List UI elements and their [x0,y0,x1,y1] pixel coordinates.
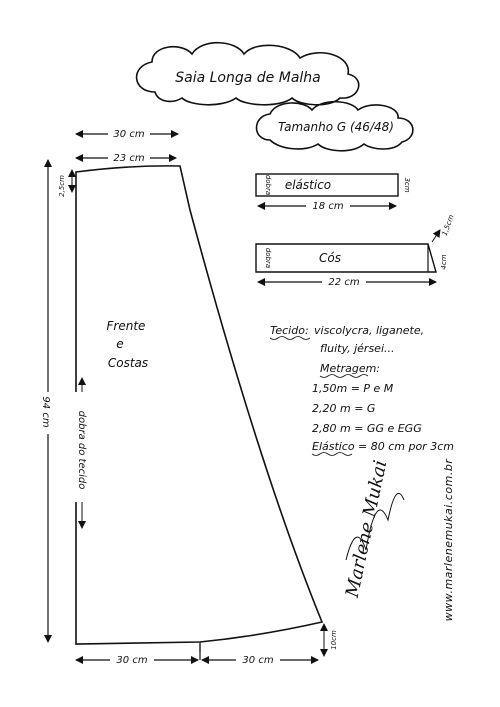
piece-name-line1: Frente [107,319,146,333]
fabric-line1: viscolycra, liganete, [314,324,424,337]
piece-name-line3: Costas [108,356,148,370]
top-inner-label: 23 cm [113,153,144,164]
size-cloud: Tamanho G (46/48) [255,100,414,152]
pattern-title: Saia Longa de Malha [175,70,321,86]
elastic-label: elástico [285,178,331,192]
skirt-pattern: 30 cm 23 cm 2,5cm 94 cm Frente e Costas … [34,127,338,666]
elastic-note-value: = 80 cm por 3cm [358,440,454,453]
top-total-label: 30 cm [113,129,144,140]
hip-drop-label: 2,5cm [58,175,66,197]
fabric-line2: fluity, jérsei... [320,342,395,355]
waistband-pattern: Cós dobra 1,5cm 4cm 22 cm [255,214,456,288]
notes-block: Tecido: viscolycra, liganete, fluity, jé… [269,324,454,456]
size-label: Tamanho G (46/48) [278,120,394,134]
yardage-item: 2,80 m = GG e EGG [312,422,422,435]
skirt-outline [75,165,324,645]
waistband-label: Cós [319,251,341,265]
bottom-left-label: 30 cm [116,655,147,666]
waistband-fold-label: dobra [264,248,272,268]
length-label: 94 cm [40,396,51,427]
elastic-pattern: elástico dobra 3cm 18 cm [255,173,411,212]
elastic-width-label: 3cm [403,177,411,192]
waistband-height-label: 4cm [440,254,448,269]
title-cloud: Saia Longa de Malha [135,42,360,106]
elastic-length-label: 18 cm [312,201,343,212]
website-text: www.marlenemukai.com.br [442,458,455,622]
waistband-extra-label: 1,5cm [441,214,456,237]
bottom-right-label: 30 cm [242,655,273,666]
elastic-fold-label: dobra [264,175,272,195]
waistband-length-label: 22 cm [328,277,359,288]
hem-drop-label: 10cm [330,630,338,650]
signature: Marlene Mukai [342,458,405,600]
piece-name-line2: e [116,337,123,351]
elastic-note-label: Elástico [312,440,355,453]
signature-text: Marlene Mukai [342,458,392,600]
fold-note: dobra do tecido [76,411,87,490]
yardage-label: Metragem: [320,362,380,375]
yardage-item: 1,50m = P e M [312,382,394,395]
yardage-item: 2,20 m = G [312,402,375,415]
fabric-label: Tecido: [270,324,309,337]
waistband-extra-arrow [431,229,441,243]
